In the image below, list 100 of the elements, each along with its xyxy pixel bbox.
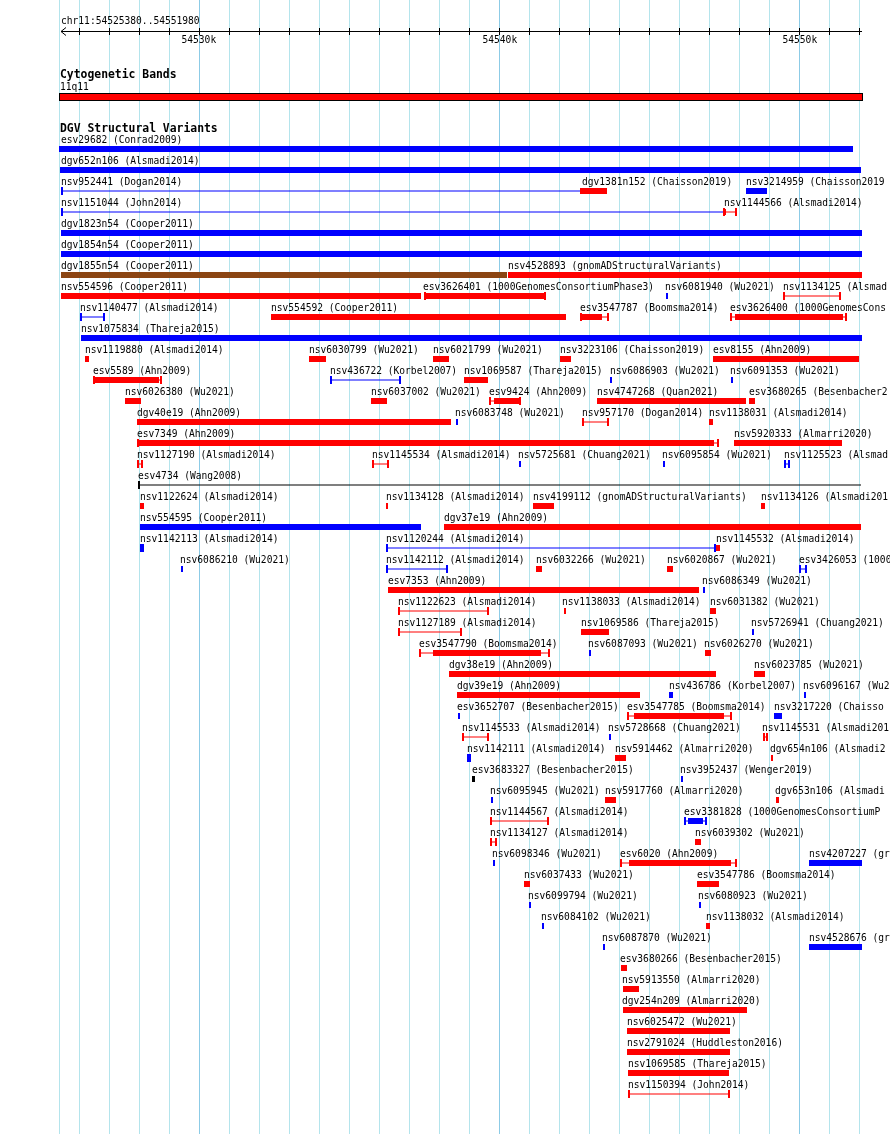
variant-label: nsv952441 (Dogan2014) (61, 176, 183, 188)
variant-label: dgv1855n54 (Cooper2011) (61, 260, 194, 272)
variant-label: nsv6086349 (Wu2021) (702, 575, 812, 587)
variant-label: dgv653n106 (Alsmadi (775, 785, 885, 797)
variant-label: nsv6095854 (Wu2021) (662, 449, 772, 461)
track-title: DGV Structural Variants (60, 122, 218, 134)
variant-label: nsv2791024 (Huddleston2016) (627, 1037, 783, 1049)
variant-label: nsv1125523 (Alsmad (784, 449, 888, 461)
variant-label: nsv1142111 (Alsmadi2014) (467, 743, 606, 755)
variant-label: nsv1134128 (Alsmadi2014) (386, 491, 525, 503)
variant-label: nsv6023785 (Wu2021) (754, 659, 864, 671)
variant-label: nsv1069587 (Thareja2015) (464, 365, 603, 377)
variant-label: nsv1145533 (Alsmadi2014) (462, 722, 601, 734)
variant-label: nsv6086210 (Wu2021) (180, 554, 290, 566)
variant-label: esv7353 (Ahn2009) (388, 575, 487, 587)
variant-label: nsv6099794 (Wu2021) (528, 890, 638, 902)
variant-label: dgv1823n54 (Cooper2011) (61, 218, 194, 230)
variant-label: nsv5914462 (Almarri2020) (615, 743, 754, 755)
coordinate-range: chr11:54525380..54551980 (61, 15, 200, 27)
variant-label: nsv1134126 (Alsmadi201 (761, 491, 889, 503)
variant-label: nsv6083748 (Wu2021) (455, 407, 565, 419)
variant-label: nsv6039302 (Wu2021) (695, 827, 805, 839)
variant-label: esv3547787 (Boomsma2014) (580, 302, 719, 314)
variant-label: nsv5920333 (Almarri2020) (734, 428, 873, 440)
variant-label: nsv554596 (Cooper2011) (61, 281, 189, 293)
variant-label: nsv3223106 (Chaisson2019) (560, 344, 705, 356)
variant-label: dgv37e19 (Ahn2009) (444, 512, 548, 524)
variant-label: esv3547786 (Boomsma2014) (697, 869, 836, 881)
variant-label: nsv6031382 (Wu2021) (710, 596, 820, 608)
variant-label: nsv4528676 (gr (809, 932, 890, 944)
variant-label: nsv1127190 (Alsmadi2014) (137, 449, 276, 461)
variant-label: nsv436786 (Korbel2007) (669, 680, 797, 692)
variant-label: esv3426053 (1000 (799, 554, 890, 566)
variant-label: nsv1122624 (Alsmadi2014) (140, 491, 279, 503)
variant-label: nsv6087093 (Wu2021) (588, 638, 698, 650)
variant-label: nsv6095945 (Wu2021) (490, 785, 600, 797)
variant-label: esv3652707 (Besenbacher2015) (457, 701, 619, 713)
variant-label: nsv6020867 (Wu2021) (667, 554, 777, 566)
band-label: 11q11 (60, 81, 89, 93)
variant-label: dgv254n209 (Almarri2020) (622, 995, 761, 1007)
variant-label: nsv957170 (Dogan2014) (582, 407, 704, 419)
variant-label: nsv1134125 (Alsmad (783, 281, 887, 293)
variant-label: dgv1854n54 (Cooper2011) (61, 239, 194, 251)
variant-label: nsv6098346 (Wu2021) (492, 848, 602, 860)
variant-label: nsv3952437 (Wenger2019) (680, 764, 813, 776)
variant-label: nsv6087870 (Wu2021) (602, 932, 712, 944)
variant-label: nsv6080923 (Wu2021) (698, 890, 808, 902)
variant-label: esv3626400 (1000GenomesCons (730, 302, 886, 314)
variant-label: nsv5728668 (Chuang2021) (608, 722, 741, 734)
variant-label: esv3547790 (Boomsma2014) (419, 638, 558, 650)
variant-label: nsv5725681 (Chuang2021) (518, 449, 651, 461)
variant-label: nsv1144567 (Alsmadi2014) (490, 806, 629, 818)
variant-label: dgv39e19 (Ahn2009) (457, 680, 561, 692)
scale-tick-label: 54540k (482, 34, 518, 46)
variant-label: nsv6026380 (Wu2021) (125, 386, 235, 398)
variant-label: nsv1145534 (Alsmadi2014) (372, 449, 511, 461)
variant-label: nsv1145531 (Alsmadi201 (762, 722, 890, 734)
variant-label: nsv1127189 (Alsmadi2014) (398, 617, 537, 629)
variant-label: nsv6037002 (Wu2021) (371, 386, 481, 398)
variant-label: dgv38e19 (Ahn2009) (449, 659, 553, 671)
variant-label: esv8155 (Ahn2009) (713, 344, 812, 356)
variant-label: nsv1151044 (John2014) (61, 197, 183, 209)
variant-label: nsv6032266 (Wu2021) (536, 554, 646, 566)
variant-label: esv3626401 (1000GenomesConsortiumPhase3) (423, 281, 655, 293)
variant-label: nsv5726941 (Chuang2021) (751, 617, 884, 629)
variant-label: esv9424 (Ahn2009) (489, 386, 588, 398)
variant-label: esv6020 (Ahn2009) (620, 848, 719, 860)
variant-label: esv7349 (Ahn2009) (137, 428, 236, 440)
variant-label: nsv6021799 (Wu2021) (433, 344, 543, 356)
variant-label: esv3680265 (Besenbacher2 (749, 386, 888, 398)
variant-label: nsv1150394 (John2014) (628, 1079, 750, 1091)
scale-tick-label: 54550k (782, 34, 818, 46)
variant-label: nsv4207227 (gr (809, 848, 890, 860)
variant-label: nsv436722 (Korbel2007) (330, 365, 458, 377)
variant-label: nsv3217220 (Chaisso (774, 701, 884, 713)
variant-label: nsv1138031 (Alsmadi2014) (709, 407, 848, 419)
variant-label: nsv1138033 (Alsmadi2014) (562, 596, 701, 608)
variant-label: nsv554592 (Cooper2011) (271, 302, 399, 314)
variant-label: esv3381828 (1000GenomesConsortiumP (684, 806, 881, 818)
variant-label: dgv40e19 (Ahn2009) (137, 407, 241, 419)
variant-label: nsv6086903 (Wu2021) (610, 365, 720, 377)
variant-label: nsv1142112 (Alsmadi2014) (386, 554, 525, 566)
variant-label: nsv6096167 (Wu2 (803, 680, 890, 692)
variant-label: nsv4528893 (gnomADStructuralVariants) (508, 260, 722, 272)
variant-label: nsv5913550 (Almarri2020) (622, 974, 761, 986)
variant-label: nsv1144566 (Alsmadi2014) (724, 197, 863, 209)
variant-label: nsv554595 (Cooper2011) (140, 512, 268, 524)
variant-label: nsv6081940 (Wu2021) (665, 281, 775, 293)
track-title: Cytogenetic Bands (60, 68, 177, 80)
variant-label: nsv6030799 (Wu2021) (309, 344, 419, 356)
variant-label: nsv3214959 (Chaisson2019 (746, 176, 885, 188)
variant-label: nsv1140477 (Alsmadi2014) (80, 302, 219, 314)
variant-label: esv4734 (Wang2008) (138, 470, 242, 482)
variant-label: nsv1134127 (Alsmadi2014) (490, 827, 629, 839)
variant-label: nsv1075834 (Thareja2015) (81, 323, 220, 335)
variant-label: nsv6037433 (Wu2021) (524, 869, 634, 881)
variant-label: esv5589 (Ahn2009) (93, 365, 192, 377)
variant-label: nsv6084102 (Wu2021) (541, 911, 651, 923)
variant-label: nsv1138032 (Alsmadi2014) (706, 911, 845, 923)
variant-label: nsv6091353 (Wu2021) (730, 365, 840, 377)
